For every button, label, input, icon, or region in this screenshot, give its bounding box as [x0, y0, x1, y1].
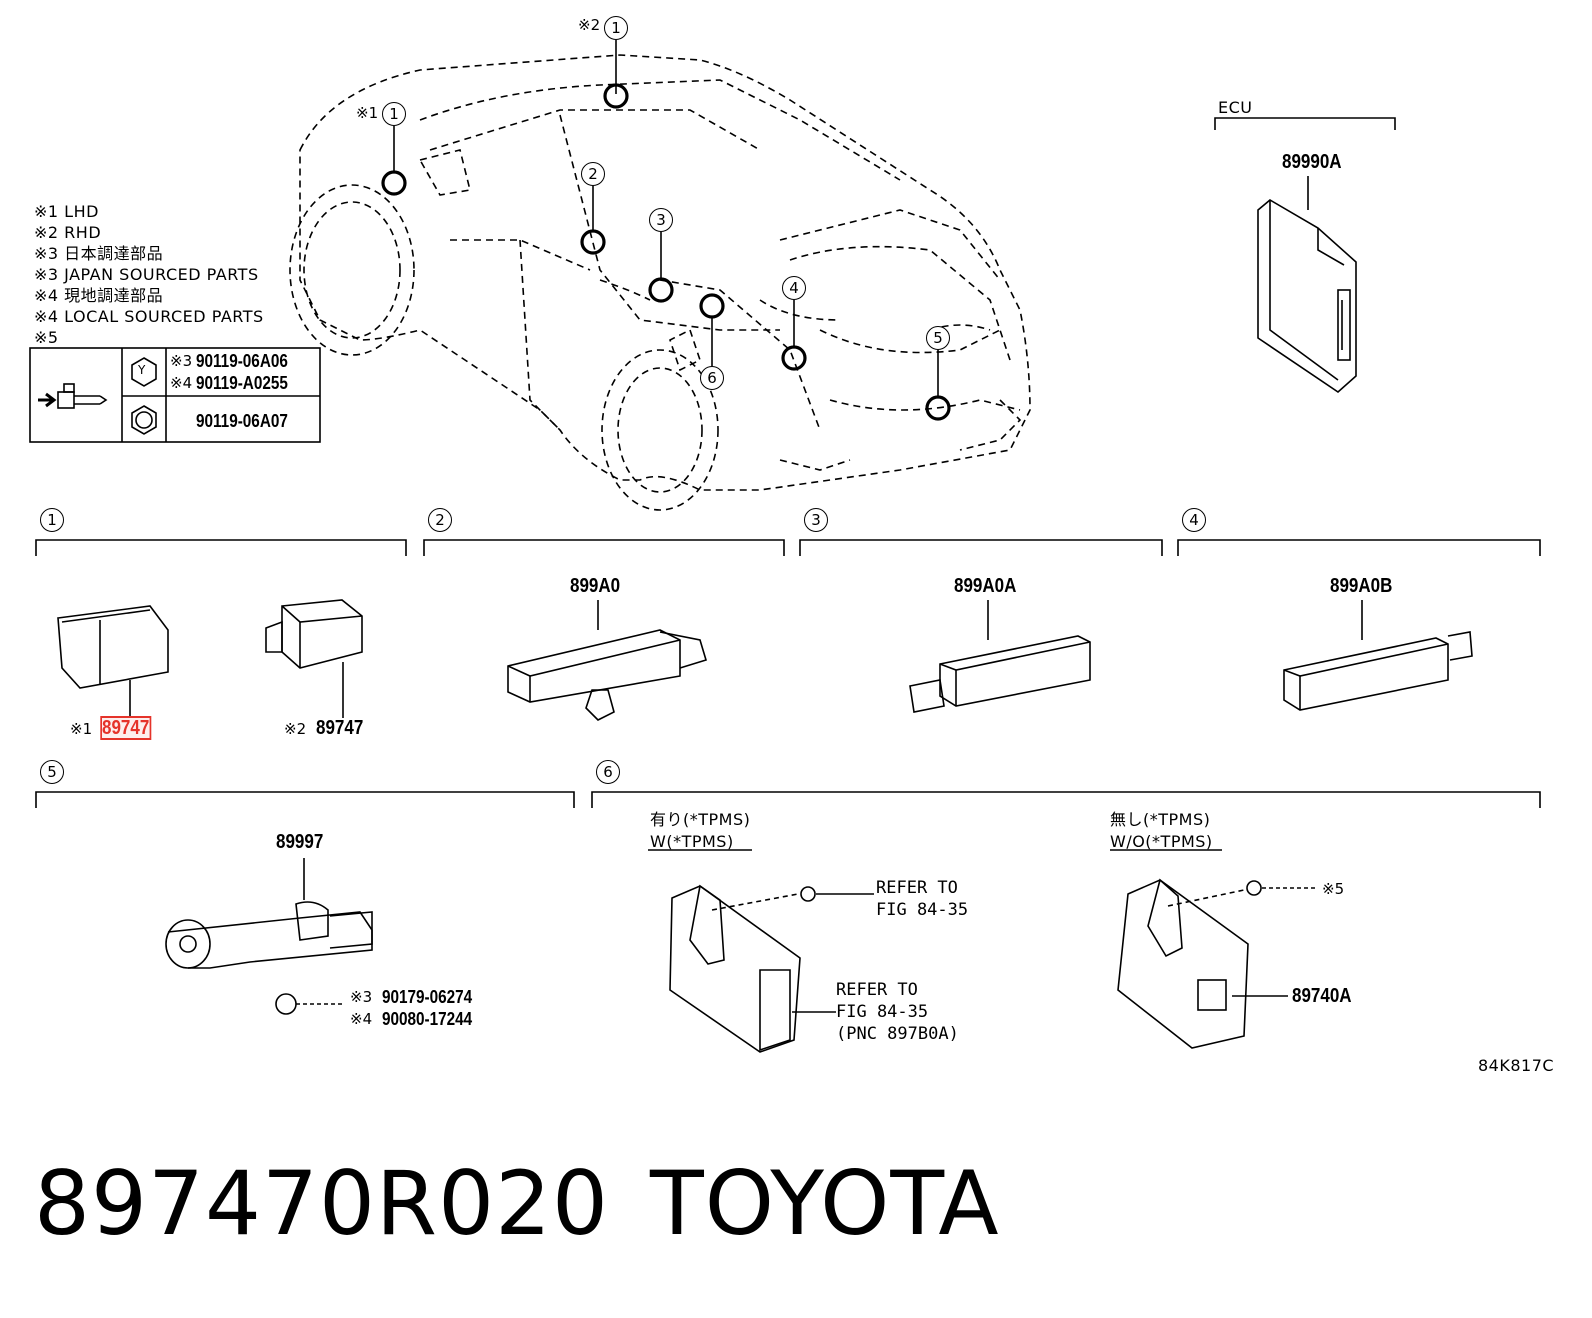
note-japan-jp: ※3 日本調達部品 [34, 244, 164, 263]
footer-brand: TOYOTA [650, 1152, 1000, 1255]
table-mark-3: ※3 [170, 352, 193, 370]
callout-2: 2 [581, 162, 605, 186]
s6-refer1-line2: FIG 84-35 [876, 900, 969, 920]
section-4-part [1283, 600, 1473, 711]
s6-without-tpms-jp: 無し(*TPMS) [1110, 810, 1211, 829]
s5-mark-3: ※3 [350, 988, 373, 1006]
s6-with-tpms-jp: 有り(*TPMS) [650, 810, 751, 829]
ecu-part-number: 89990A [1282, 151, 1342, 173]
callout-1-side-mark: ※1 [356, 104, 379, 122]
s5-mark-4: ※4 [350, 1010, 373, 1028]
callout-6: 6 [700, 366, 724, 390]
section-5-part [165, 858, 373, 1015]
s2-part-number: 899A0 [570, 575, 621, 597]
section-2-part [507, 600, 707, 721]
section-6-parts [648, 849, 1318, 1053]
s5-part-number: 89997 [276, 831, 324, 853]
ecu-illustration [1214, 117, 1396, 394]
s4-part-number: 899A0B [1330, 575, 1393, 597]
vehicle-illustration [299, 54, 1031, 491]
nut-letter-y: Y [138, 363, 146, 377]
section-6-number: 6 [596, 760, 620, 784]
s1-right-mark: ※2 [284, 720, 307, 738]
s6-refer2-line3: (PNC 897B0A) [836, 1024, 959, 1044]
s1-left-part-number-highlighted[interactable]: 89747 [100, 716, 151, 740]
note-local-jp: ※4 現地調達部品 [34, 286, 164, 305]
callout-1-top: 1 [604, 16, 628, 40]
s5-pn-17244: 90080-17244 [382, 1009, 473, 1029]
s6-refer1-line1: REFER TO [876, 878, 958, 898]
table-pn-06a07: 90119-06A07 [196, 411, 288, 431]
table-pn-a0255: 90119-A0255 [196, 373, 288, 393]
mount-dots [381, 83, 951, 421]
s3-part-number: 899A0A [954, 575, 1017, 597]
callout-4: 4 [782, 276, 806, 300]
note-local-en: ※4 LOCAL SOURCED PARTS [34, 307, 264, 326]
callout-1-side: 1 [382, 102, 406, 126]
section-1-parts [57, 599, 363, 718]
note-lhd: ※1 LHD [34, 202, 99, 221]
ecu-header: ECU [1218, 98, 1253, 117]
s6-mark-5: ※5 [1322, 880, 1345, 898]
section-5-number: 5 [40, 760, 64, 784]
wheels [289, 184, 719, 511]
table-pn-06a06: 90119-06A06 [196, 351, 288, 371]
note-japan-en: ※3 JAPAN SOURCED PARTS [34, 265, 259, 284]
s6-refer2-line2: FIG 84-35 [836, 1002, 929, 1022]
note-5: ※5 [34, 328, 59, 347]
section-1-number: 1 [40, 508, 64, 532]
callout-5: 5 [926, 326, 950, 350]
legend-table [29, 347, 321, 443]
table-mark-4: ※4 [170, 374, 193, 392]
s1-right-part-number: 89747 [316, 717, 364, 739]
section-4-number: 4 [1182, 508, 1206, 532]
s5-pn-06274: 90179-06274 [382, 987, 473, 1007]
callout-1-top-mark: ※2 [578, 16, 601, 34]
s6-refer2-line1: REFER TO [836, 980, 918, 1000]
section-3-number: 3 [804, 508, 828, 532]
s1-left-mark: ※1 [70, 720, 93, 738]
callout-3: 3 [649, 208, 673, 232]
s6-with-tpms-en: W(*TPMS) [650, 832, 734, 851]
section-3-part [909, 600, 1091, 713]
section-2-number: 2 [428, 508, 452, 532]
figure-code: 84K817C [1478, 1056, 1555, 1075]
s6-without-tpms-en: W/O(*TPMS) [1110, 832, 1213, 851]
note-rhd: ※2 RHD [34, 223, 102, 242]
s6-part-number: 89740A [1292, 985, 1352, 1007]
footer-part-number: 897470R020 [34, 1152, 610, 1255]
section-brackets [35, 539, 1541, 808]
